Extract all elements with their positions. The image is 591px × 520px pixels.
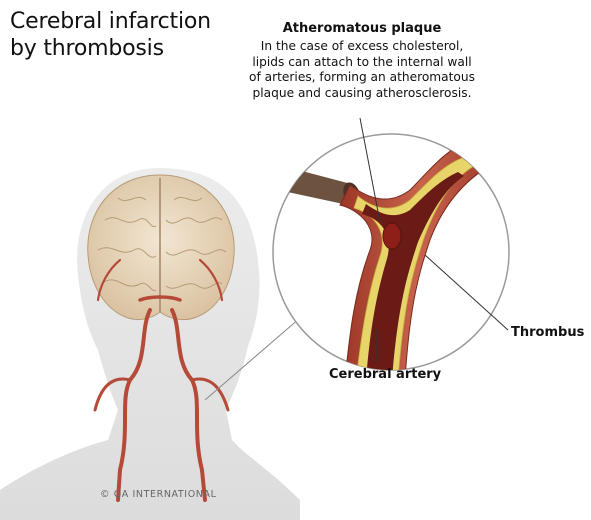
diagram-title: Cerebral infarction by thrombosis: [10, 8, 211, 62]
head-arteries: [93, 258, 230, 502]
magnified-artery-view: [272, 117, 510, 371]
thrombus-label: Thrombus: [511, 325, 585, 340]
title-line-1: Cerebral infarction: [10, 9, 211, 34]
plaque-description: In the case of excess cholesterol, lipid…: [249, 39, 475, 100]
plaque-title: Atheromatous plaque: [282, 21, 442, 36]
brain: [87, 174, 235, 321]
cerebral-artery-label: Cerebral artery: [329, 367, 442, 382]
plaque-annotation: Atheromatous plaque In the case of exces…: [228, 20, 496, 101]
title-line-2: by thrombosis: [10, 36, 164, 61]
zoom-connector-lines: [204, 317, 301, 401]
copyright-notice: © QA INTERNATIONAL: [100, 489, 217, 500]
